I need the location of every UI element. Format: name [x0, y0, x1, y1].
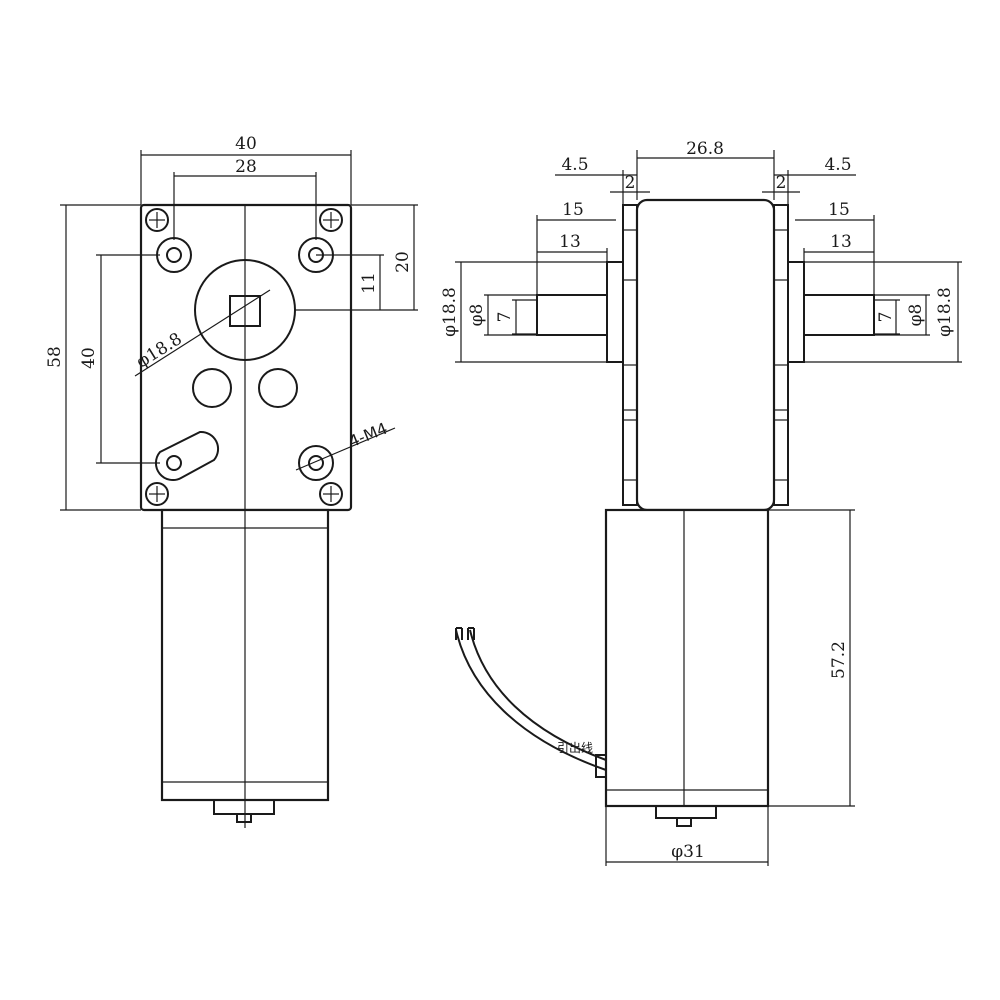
- svg-text:28: 28: [235, 157, 257, 177]
- motor-can-side: [604, 508, 770, 808]
- svg-text:4-M4: 4-M4: [346, 419, 390, 452]
- dim-58-height: 58: [45, 204, 141, 511]
- dim-left-13: 13: [537, 232, 608, 262]
- rear-shaft: [236, 813, 252, 823]
- svg-text:φ8: φ8: [906, 304, 926, 327]
- svg-text:φ8: φ8: [467, 304, 487, 327]
- left-flange: [622, 204, 638, 506]
- dim-26-8: 26.8: [636, 139, 775, 200]
- screw-bottom-left: [145, 482, 169, 506]
- svg-text:40: 40: [235, 134, 257, 154]
- screw-top-left: [145, 208, 169, 232]
- screw-top-right: [319, 208, 343, 232]
- svg-text:2: 2: [625, 173, 636, 193]
- svg-text:7: 7: [495, 312, 515, 323]
- svg-text:57.2: 57.2: [829, 641, 849, 679]
- gearbox-body: [635, 198, 776, 512]
- screw-bottom-right: [319, 482, 343, 506]
- dim-right-flat: 7: [874, 299, 900, 335]
- dim-left-2: 2: [610, 173, 650, 193]
- svg-text:4.5: 4.5: [561, 155, 588, 175]
- svg-text:20: 20: [393, 251, 413, 273]
- svg-text:φ18.8: φ18.8: [440, 287, 460, 337]
- svg-text:26.8: 26.8: [686, 139, 724, 159]
- left-shaft: [536, 294, 608, 336]
- right-boss: [787, 261, 805, 363]
- svg-text:13: 13: [559, 232, 581, 252]
- svg-text:11: 11: [359, 272, 379, 294]
- rear-boss: [213, 799, 275, 815]
- dim-20-top-to-shaft: 20: [351, 204, 418, 311]
- right-shaft: [803, 294, 875, 336]
- svg-text:15: 15: [562, 200, 584, 220]
- dim-left-flat: 7: [495, 299, 537, 335]
- svg-text:φ31: φ31: [671, 842, 705, 862]
- svg-text:13: 13: [830, 232, 852, 252]
- dim-11-shaft-offset: 11: [295, 254, 384, 311]
- dim-right-4-5: 4.5: [774, 155, 856, 205]
- svg-text:15: 15: [828, 200, 850, 220]
- dim-right-shaft-dia: φ8: [874, 294, 930, 336]
- dim-right-13: 13: [803, 232, 874, 262]
- dim-40-width: 40: [140, 134, 352, 205]
- svg-text:40: 40: [79, 347, 99, 369]
- dim-right-boss-dia: φ18.8: [804, 261, 962, 363]
- dim-right-2: 2: [762, 173, 800, 193]
- side-view: 引出线 26.8 4.5 2 4.5 2: [440, 139, 962, 866]
- dim-left-15: 15: [536, 200, 616, 295]
- dim-57-2: 57.2: [768, 509, 855, 807]
- mount-slot-bottom-left: [154, 430, 220, 481]
- right-flange: [773, 204, 789, 506]
- opening-right: [258, 368, 298, 408]
- gearbox-plate: [139, 203, 353, 512]
- front-view: 40 28 58 40 11: [45, 134, 418, 828]
- svg-text:7: 7: [876, 312, 896, 323]
- dim-40-vertical-spacing: 40: [79, 254, 160, 464]
- dim-right-15: 15: [795, 200, 875, 295]
- left-boss: [606, 261, 624, 363]
- svg-text:2: 2: [776, 173, 787, 193]
- dim-left-boss-dia: φ18.8: [440, 261, 607, 363]
- rear-boss-side: [655, 805, 717, 819]
- dim-left-shaft-dia: φ8: [467, 294, 537, 336]
- dim-28-hole-spacing: 28: [173, 157, 317, 240]
- mount-hole-bottom-right: [298, 445, 334, 481]
- lead-wire-label: 引出线: [557, 741, 593, 755]
- rear-shaft-side: [676, 817, 692, 827]
- svg-text:φ18.8: φ18.8: [935, 287, 955, 337]
- dim-left-4-5: 4.5: [555, 155, 637, 205]
- lead-wires: [455, 627, 607, 778]
- dim-31: φ31: [605, 806, 769, 866]
- opening-left: [192, 368, 232, 408]
- svg-text:58: 58: [45, 346, 65, 368]
- svg-text:4.5: 4.5: [824, 155, 851, 175]
